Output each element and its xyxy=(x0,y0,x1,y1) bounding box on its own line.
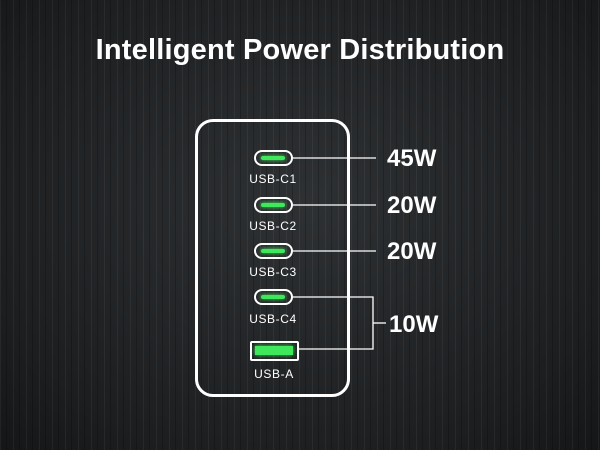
output-c3-watts: 20W xyxy=(387,238,437,265)
usb-c1-port-icon xyxy=(254,150,293,166)
output-c4-a-watts: 10W xyxy=(389,311,439,338)
usb-c1-label: USB-C1 xyxy=(249,172,297,186)
usb-a-label: USB-A xyxy=(254,367,294,381)
usb-c2-port-icon xyxy=(254,197,293,213)
output-c1-watts: 45W xyxy=(387,145,437,172)
usb-c4-port-icon xyxy=(254,289,293,305)
usb-c3-label: USB-C3 xyxy=(249,265,297,279)
usb-c4-label: USB-C4 xyxy=(249,312,297,326)
charger-outline xyxy=(195,119,350,397)
usb-a-port-icon xyxy=(250,341,299,361)
usb-c3-port-icon xyxy=(254,243,293,259)
usb-c2-label: USB-C2 xyxy=(249,219,297,233)
headline: Intelligent Power Distribution xyxy=(95,34,505,66)
output-c2-watts: 20W xyxy=(387,192,437,219)
